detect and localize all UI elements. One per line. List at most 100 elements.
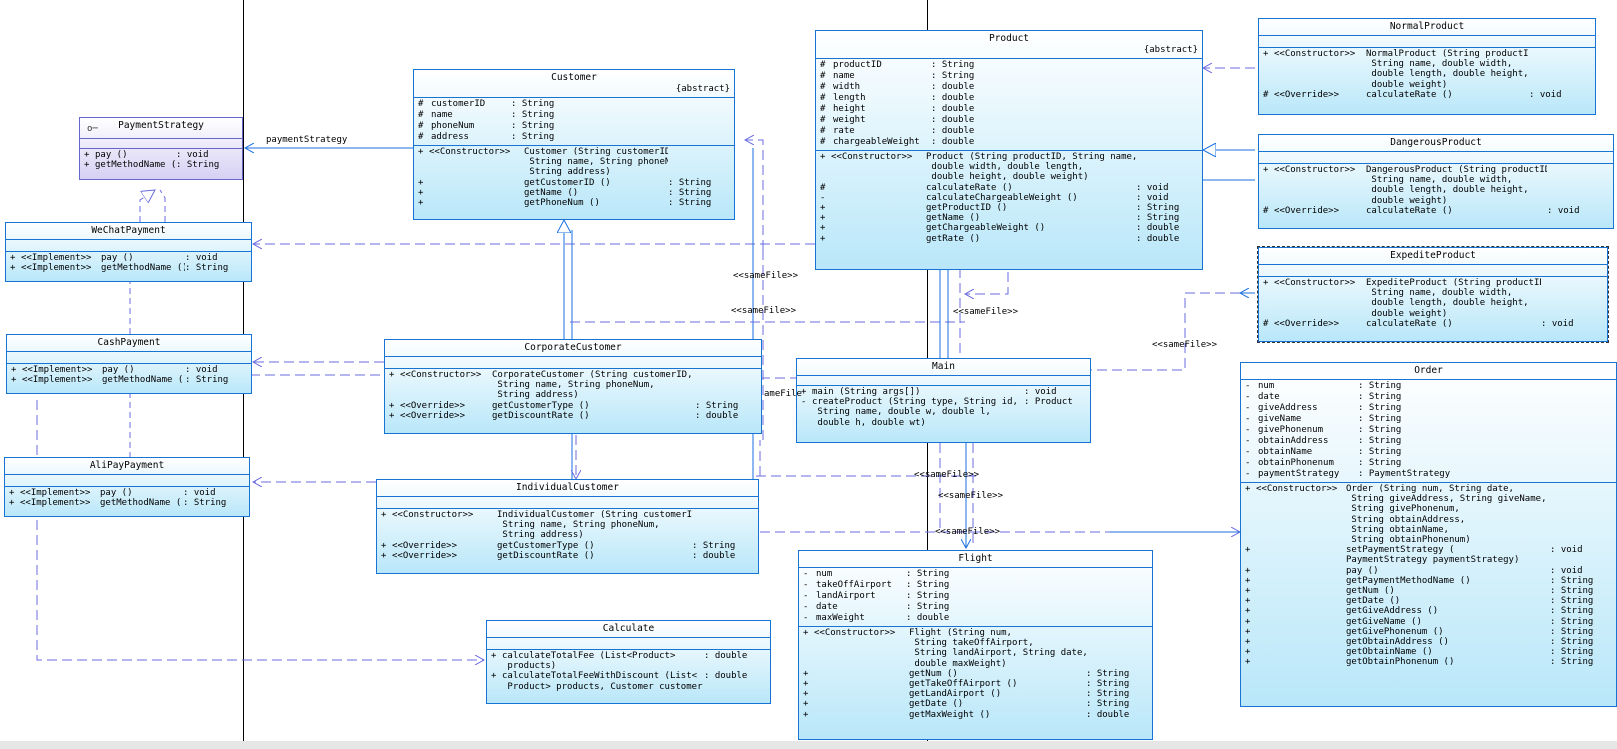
attribute-row: #length: double [820,93,1198,104]
attribute-row: -giveAddress: String [1245,403,1612,414]
visibility-marker: + [1245,565,1251,576]
class-normalproduct[interactable]: NormalProduct +<<Constructor>>NormalProd… [1258,18,1596,115]
class-expediteproduct[interactable]: ExpediteProduct +<<Constructor>>Expedite… [1257,246,1609,343]
method-row: -calculateChargeableWeight (): void [820,193,1198,203]
attribute-row: -landAirport: String [803,591,1148,602]
class-calculate[interactable]: Calculate +calculateTotalFee (List<Produ… [486,620,771,704]
class-name: CashPayment [97,337,161,348]
class-flight[interactable]: Flight -num: String-takeOffAirport: Stri… [798,550,1153,740]
class-name: AliPayPayment [89,460,165,471]
class-order[interactable]: Order -num: String-date: String-giveAddr… [1240,362,1617,707]
attributes-compartment [1259,265,1607,277]
class-customer[interactable]: Customer {abstract} #customerID: String#… [413,69,735,220]
method-stereotype [814,689,909,699]
class-header: DangerousProduct [1259,135,1613,152]
method-row: +<<Implement>>pay (): void [9,488,245,498]
method-stereotype [831,223,926,233]
method-signature: NormalProduct (String productID, String … [1366,49,1529,90]
visibility-marker: + [84,160,90,171]
method-return-type [1529,49,1591,90]
method-stereotype: <<Constructor>> [400,370,482,380]
attribute-name: givePhonenum [1258,425,1324,435]
class-corporatecustomer[interactable]: CorporateCustomer +<<Constructor>>Corpor… [384,339,762,434]
visibility-marker: + [820,203,826,214]
attribute-type: : String [1358,403,1402,413]
method-return-type: : String [185,263,229,274]
class-header: Main [797,359,1090,376]
attribute-type: : String [1358,425,1402,435]
method-signature: getDate () [909,699,964,710]
method-return-type: : String [185,375,229,386]
method-row: +getCustomerID (): String [418,178,730,188]
class-alipaypayment[interactable]: AliPayPayment +<<Implement>>pay (): void… [4,457,250,517]
class-cashpayment[interactable]: CashPayment +<<Implement>>pay (): void+<… [6,334,252,394]
attribute-row: -obtainName: String [1245,447,1612,458]
attribute-name: obtainAddress [1258,436,1329,446]
attribute-name: weight [833,115,866,125]
method-return-type: : String [668,177,712,188]
class-header: Order [1241,363,1616,380]
method-return-type: : String [1550,606,1594,617]
method-signature: getName () [926,213,981,224]
method-signature: getChargeableWeight () [926,223,1046,234]
visibility-marker: + [801,387,807,397]
visibility-marker: - [1245,436,1251,446]
class-stereotype: {abstract} [675,84,730,94]
class-header: AliPayPayment [5,458,249,475]
horizontal-scrollbar-track[interactable] [0,741,1617,749]
class-paymentstrategy[interactable]: o─ PaymentStrategy +pay (): void+getMeth… [79,117,243,180]
class-product[interactable]: Product {abstract} #productID: String#na… [815,30,1203,270]
class-main[interactable]: Main +main (String args[]): void-createP… [796,358,1091,443]
attribute-type: : String [931,60,975,70]
visibility-marker: - [803,613,809,623]
method-signature: calculateRate () [926,182,1013,193]
method-return-type: : String [1136,203,1180,214]
method-return-type: : double [1086,709,1130,720]
method-row: +<<Implement>>pay (): void [11,365,247,375]
method-row: +getRate (): double [820,234,1198,244]
visibility-marker: - [1245,469,1251,479]
method-signature: getGivePhonenum () [1346,626,1444,637]
attribute-row: -givePhonenum: String [1245,425,1612,436]
method-row: +<<Constructor>>Product (String productI… [820,152,1198,183]
class-individualcustomer[interactable]: IndividualCustomer +<<Constructor>>Indiv… [376,479,759,574]
method-stereotype [1256,576,1346,586]
attribute-type: : String [1358,414,1402,424]
attribute-name: maxWeight [816,613,865,623]
method-return-type: : void [1550,545,1583,556]
method-row: +<<Implement>>getMethodName (): String [10,263,247,273]
method-signature: calculateRate () [1366,318,1453,329]
method-signature: setPaymentStrategy ( PaymentStrategy pay… [1346,545,1520,566]
method-row: +<<Constructor>>ExpediteProduct (String … [1263,278,1603,319]
dependency-to-calculate [36,400,484,660]
visibility-marker: + [389,400,395,411]
attribute-type: : String [1358,447,1402,457]
visibility-marker: + [1263,49,1269,59]
method-stereotype: <<Override>> [392,540,458,551]
class-dangerousproduct[interactable]: DangerousProduct +<<Constructor>>Dangero… [1258,134,1614,229]
method-row: +calculateTotalFee (List<Product> produc… [491,651,766,671]
method-stereotype: <<Constructor>> [831,152,913,162]
method-signature: getMethodName () [102,375,185,386]
samefile-label: <<sameFile>> [935,527,1001,537]
method-stereotype: <<Implement>> [22,365,93,375]
attribute-type: : double [931,137,975,147]
attributes-compartment [6,240,251,252]
method-stereotype [429,198,524,208]
method-row: +getGiveName (): String [1245,617,1612,627]
method-stereotype [814,710,909,720]
visibility-marker: + [1245,606,1251,617]
method-row: +pay (): void [84,150,238,160]
method-return-type [695,370,757,401]
visibility-marker: + [1245,586,1251,597]
method-return-type: : void [183,488,216,498]
visibility-marker: + [418,177,424,188]
method-signature: getMethodName () [95,160,176,171]
visibility-marker: - [820,192,826,203]
method-row: +getName (): String [418,188,730,198]
attributes-compartment [7,352,251,364]
method-return-type: : Product [1024,397,1073,408]
class-wechatpayment[interactable]: WeChatPayment +<<Implement>>pay (): void… [5,222,252,282]
method-return-type: : String [668,187,712,198]
attribute-row: -num: String [1245,381,1612,392]
